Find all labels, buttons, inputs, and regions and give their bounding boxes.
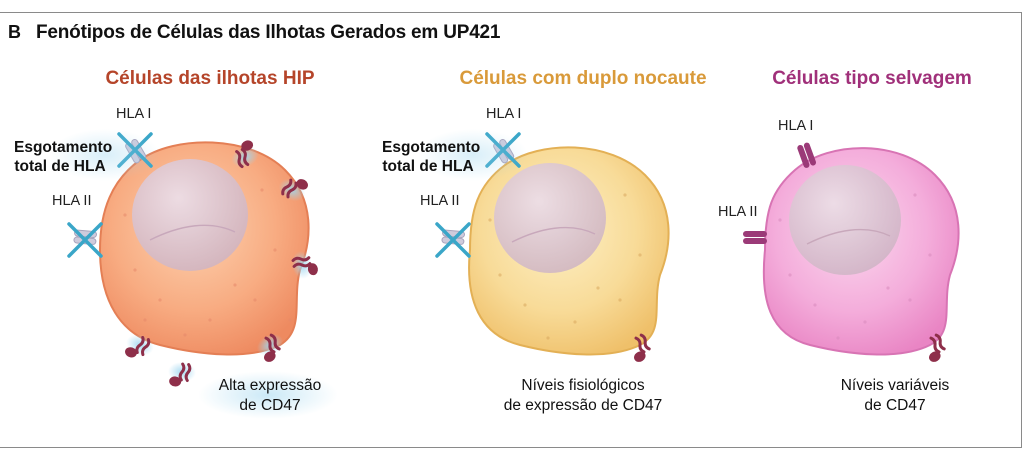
depletion-label-line2: total de HLA — [382, 158, 474, 175]
caption-line1: Alta expressão — [218, 377, 322, 394]
hla-ii-label: HLA II — [52, 193, 92, 209]
hla-i-label: HLA I — [116, 106, 152, 122]
wt-cell — [743, 142, 960, 366]
depletion-label: Esgotamento total de HLA — [14, 138, 113, 176]
hla-ii-label: HLA II — [718, 204, 758, 220]
hla-i-label: HLA I — [486, 106, 522, 122]
hla-ii-depleted — [435, 222, 471, 258]
caption-line1: Níveis variáveis — [840, 377, 950, 394]
panel-title: Fenótipos de Células das Ilhotas Gerados… — [36, 22, 501, 43]
caption-wt: Níveis variáveis de CD47 — [830, 376, 960, 416]
hla-ii-label: HLA II — [420, 193, 460, 209]
cell-title-wt: Células tipo selvagem — [772, 68, 972, 89]
dko-cell — [435, 132, 670, 366]
depletion-label-line1: Esgotamento — [14, 139, 113, 156]
cd47-marker — [165, 359, 199, 390]
hla-i-marker — [797, 142, 817, 168]
depletion-label-line2: total de HLA — [14, 158, 106, 175]
panel-letter: B — [8, 22, 21, 42]
caption-dko: Níveis fisiológicos de expressão de CD47 — [488, 376, 678, 416]
caption-line2: de CD47 — [864, 397, 926, 414]
hip-cell — [67, 132, 321, 390]
hla-i-label: HLA I — [778, 118, 814, 134]
caption-line2: de expressão de CD47 — [503, 397, 663, 414]
depletion-label-line1: Esgotamento — [382, 139, 481, 156]
caption-hip: Alta expressão de CD47 — [200, 376, 340, 416]
hla-ii-marker — [743, 231, 767, 244]
cell-title-dko: Células com duplo nocaute — [459, 68, 707, 89]
caption-line1: Níveis fisiológicos — [521, 377, 645, 394]
hla-ii-depleted — [67, 222, 103, 258]
depletion-label: Esgotamento total de HLA — [382, 138, 481, 176]
caption-line2: de CD47 — [239, 397, 301, 414]
panel-frame — [0, 12, 1022, 448]
cell-title-hip: Células das ilhotas HIP — [105, 68, 315, 89]
